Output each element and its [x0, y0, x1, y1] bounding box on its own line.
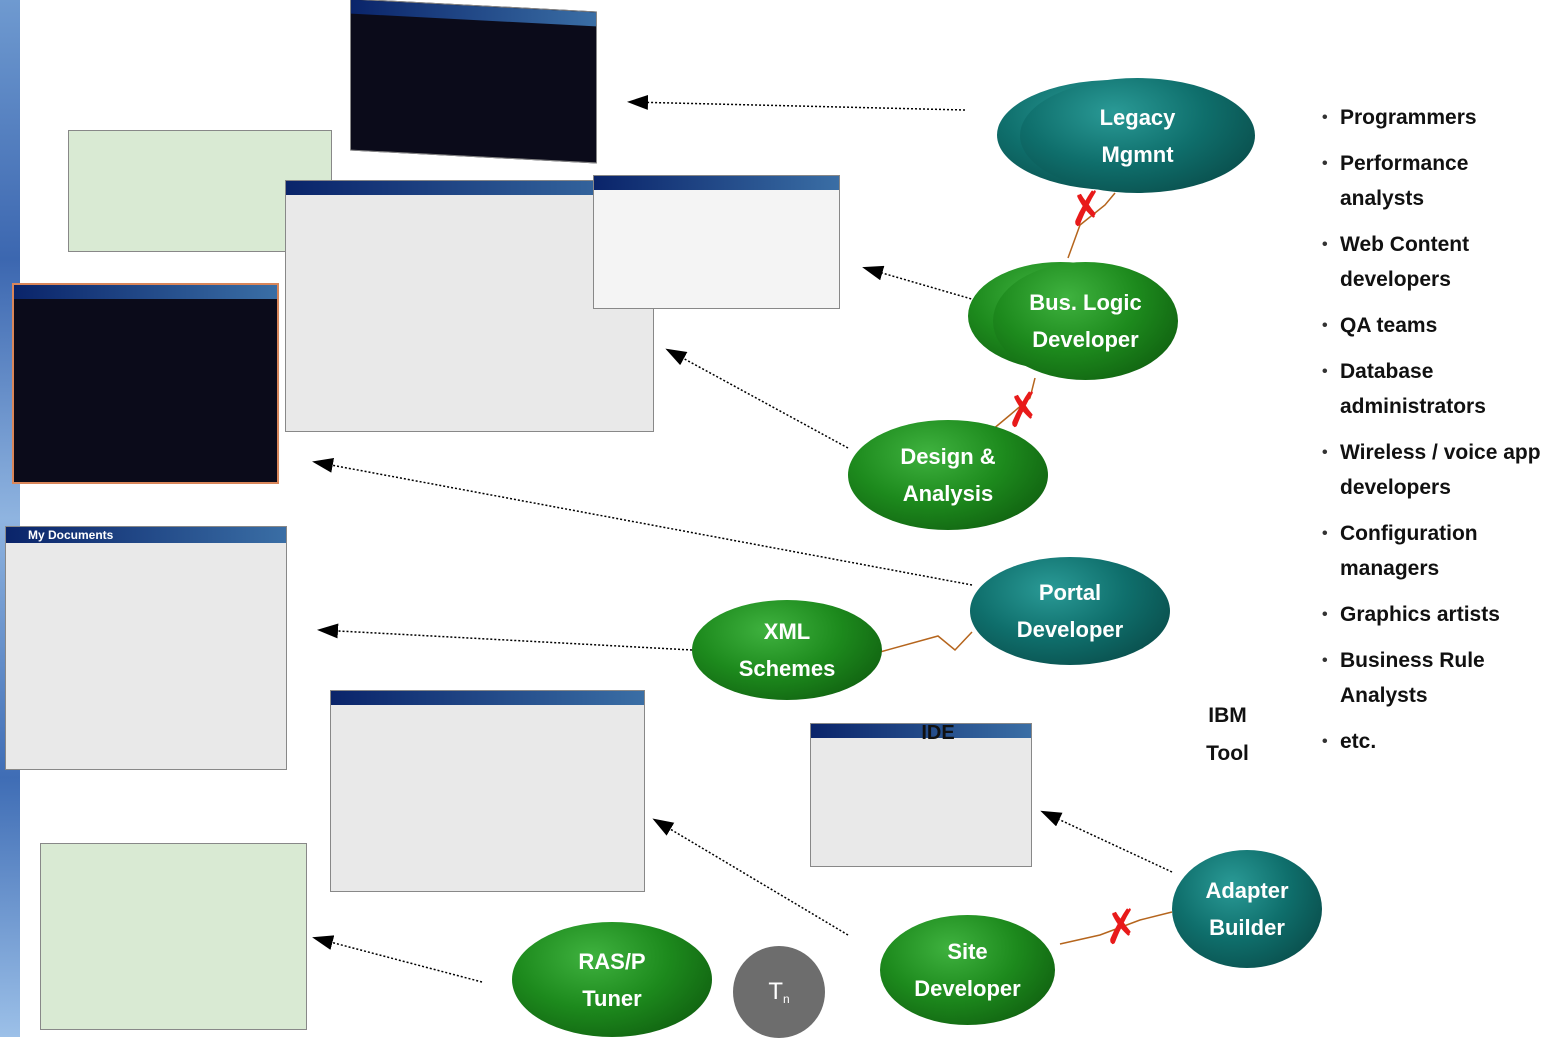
role-item: Graphics artists: [1318, 597, 1551, 632]
arrow-portal: [312, 457, 973, 586]
arrow-rasp: [312, 935, 483, 983]
tn-subscript: n: [782, 992, 790, 1006]
xml-schemes-node[interactable]: XML Schemes: [692, 600, 882, 700]
role-item: etc.: [1318, 724, 1551, 759]
adapter-builder-node[interactable]: Adapter Builder: [1172, 850, 1322, 968]
ras-p-tuner-node[interactable]: RAS/P Tuner: [512, 922, 712, 1037]
host-on-demand-screenshot: [12, 283, 279, 484]
arrow-bus-logic: [862, 265, 976, 301]
site-developer-node[interactable]: Site Developer: [880, 915, 1055, 1025]
legacy-mgmnt-node[interactable]: Legacy Mgmnt: [1020, 78, 1255, 193]
role-item: Business Rule Analysts: [1318, 643, 1551, 713]
design-analysis-node[interactable]: Design & Analysis: [848, 420, 1048, 530]
tn-label: T: [768, 978, 783, 1005]
role-item: QA teams: [1318, 308, 1551, 343]
my-documents-screenshot: My Documents: [5, 526, 287, 770]
homepage-builder-screenshot: [330, 690, 645, 892]
left-decorative-band: [0, 0, 20, 1037]
ibm-tool-label: IBM Tool: [1206, 704, 1249, 765]
role-item: Database administrators: [1318, 354, 1551, 424]
ide-label: IDE: [921, 722, 955, 744]
roles-list: Programmers Performance analysts Web Con…: [1318, 100, 1551, 770]
link-site-adapter: [1059, 911, 1173, 945]
bus-logic-developer-node[interactable]: Bus. Logic Developer: [993, 262, 1178, 380]
arrow-xml: [317, 623, 693, 651]
role-item: Wireless / voice app developers: [1318, 435, 1551, 505]
wizard-dialog-screenshot: [40, 843, 307, 1030]
role-item: Performance analysts: [1318, 146, 1551, 216]
ide-screenshot: [810, 723, 1032, 867]
role-item: Programmers: [1318, 100, 1551, 135]
bus-logic-editor-screenshot: [285, 180, 654, 432]
link-legacy-bus: [1067, 192, 1116, 259]
notepad-log-screenshot: [593, 175, 840, 309]
arrow-site: [652, 818, 849, 936]
portal-developer-node[interactable]: Portal Developer: [970, 557, 1170, 665]
my-documents-title: My Documents: [28, 528, 114, 542]
arrow-legacy: [627, 94, 966, 111]
arrow-design: [665, 348, 849, 449]
role-item: Configuration managers: [1318, 516, 1551, 586]
link-portal-xml: [879, 631, 973, 653]
role-item: Web Content developers: [1318, 227, 1551, 297]
arrow-adapter: [1040, 810, 1173, 873]
